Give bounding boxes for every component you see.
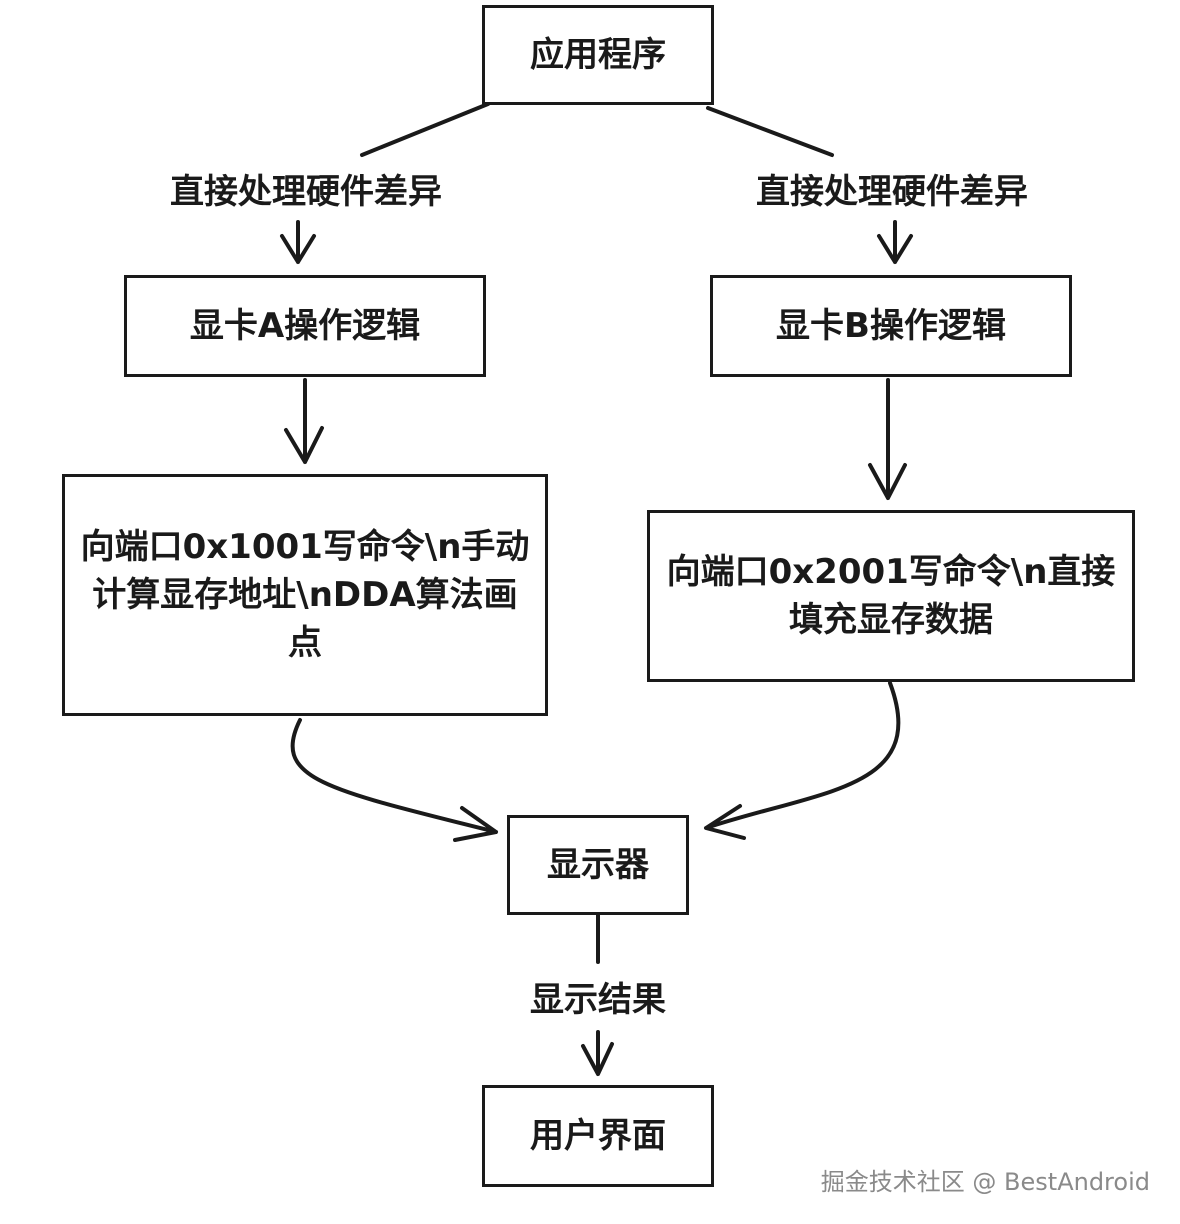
edge-app-to-left [360,102,490,157]
app-node-text: 应用程序 [530,34,666,75]
card-b-steps-text: 向端口0x2001写命令\n直接填充显存数据 [666,551,1116,640]
arrow-right-to-card-b [877,220,913,264]
arrow-steps-b-to-monitor [704,681,901,840]
arrow-label-to-ui [581,1030,614,1076]
card-b-logic-node: 显卡B操作逻辑 [710,275,1072,377]
arrow-card-b-to-steps [868,378,907,500]
edge-label-display: 显示结果 [524,972,672,1021]
app-node: 应用程序 [482,5,714,105]
edge-label-left: 直接处理硬件差异 [164,164,448,213]
arrow-left-to-card-a [280,220,316,264]
arrow-card-a-to-steps [284,378,324,464]
monitor-node: 显示器 [507,815,689,915]
card-a-steps-node: 向端口0x1001写命令\n手动计算显存地址\nDDA算法画点 [62,474,548,716]
card-a-logic-node: 显卡A操作逻辑 [124,275,486,377]
user-interface-node: 用户界面 [482,1085,714,1187]
edge-label-right: 直接处理硬件差异 [750,164,1034,213]
arrow-steps-a-to-monitor [290,718,498,842]
card-b-steps-node: 向端口0x2001写命令\n直接填充显存数据 [647,510,1135,682]
user-interface-text: 用户界面 [530,1115,666,1156]
monitor-text: 显示器 [547,844,649,885]
card-a-logic-text: 显卡A操作逻辑 [189,305,421,346]
card-a-steps-text: 向端口0x1001写命令\n手动计算显存地址\nDDA算法画点 [80,526,530,664]
edge-app-to-right [706,106,834,157]
watermark: 掘金技术社区 @ BestAndroid [820,1168,1150,1196]
card-b-logic-text: 显卡B操作逻辑 [776,305,1006,346]
